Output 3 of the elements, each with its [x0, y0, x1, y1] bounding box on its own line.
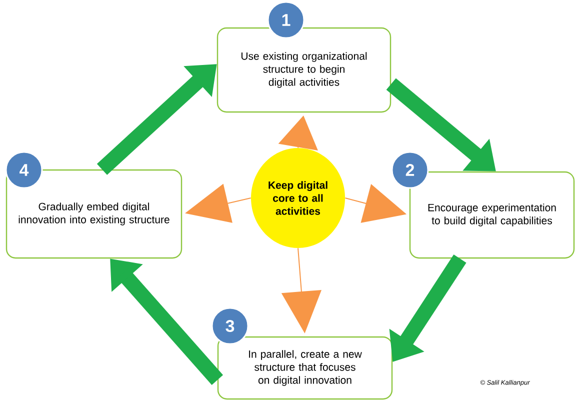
- triangle-arrow: [278, 116, 318, 150]
- step-box: Use existing organizational structure to begin digital activities: [216, 27, 392, 113]
- step-box: In parallel, create a new structure that focuses on digital innovation: [217, 336, 393, 400]
